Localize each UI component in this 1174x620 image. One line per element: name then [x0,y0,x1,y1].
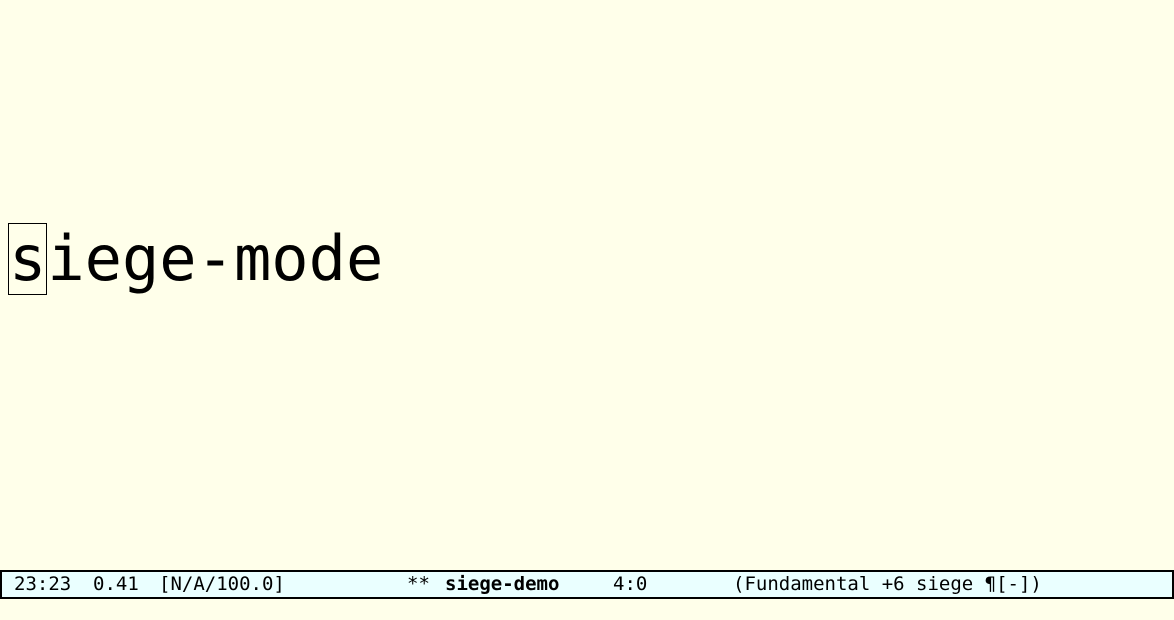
mode-line-battery: [N/A/100.0] [159,573,285,595]
buffer-line[interactable]: siege-mode [8,223,383,295]
mode-line-load: 0.41 [93,573,139,595]
mode-line-modes[interactable]: (Fundamental +6 siege ¶[-]) [733,573,1042,595]
minibuffer[interactable] [0,599,1174,620]
mode-line-time: 23:23 [14,573,72,595]
buffer-line-text: iege-mode [47,222,384,295]
mode-line: 23:23 0.41 [N/A/100.0] ** siege-demo 4:0… [0,570,1174,599]
mode-line-modified-flag: ** [407,573,430,595]
editor-buffer[interactable]: siege-mode [0,0,1174,570]
mode-line-buffer-name[interactable]: siege-demo [445,573,560,595]
text-cursor: s [8,222,48,295]
mode-line-position: 4:0 [613,573,648,595]
